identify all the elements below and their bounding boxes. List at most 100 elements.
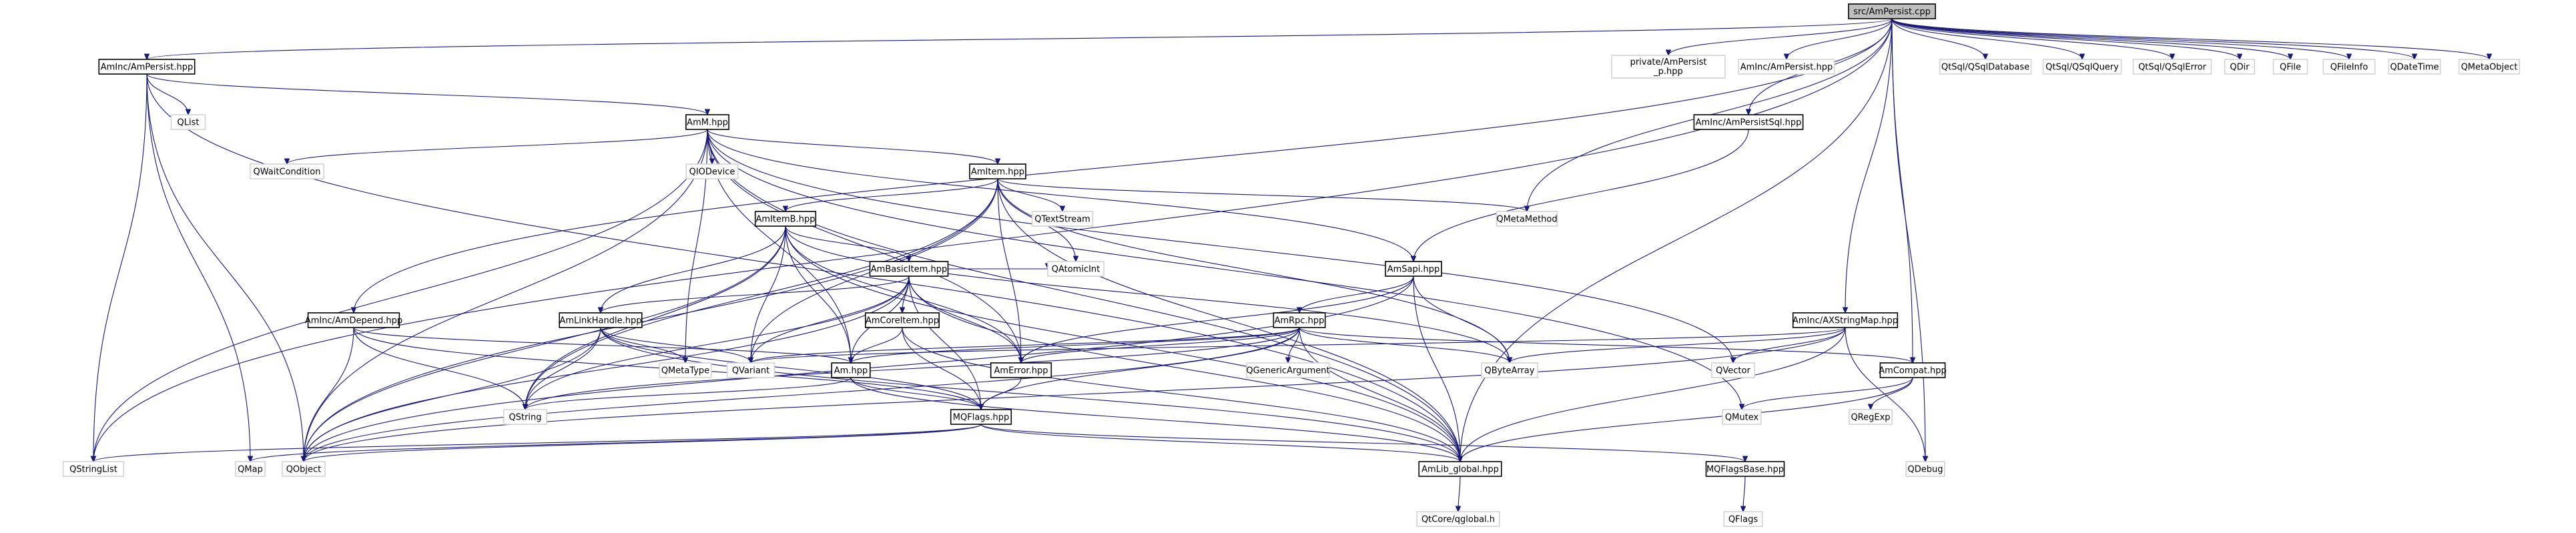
node-aminc-amdepend[interactable]: AmInc/AmDepend.hpp	[305, 312, 402, 328]
edge-arrowhead	[1059, 205, 1066, 213]
edge-arrowhead	[1867, 404, 1874, 411]
node-label: QFile	[2280, 63, 2301, 73]
node-box	[559, 312, 643, 328]
edge-aminc-ampersist-to-qmap	[146, 73, 251, 462]
node-amlinkhandle[interactable]: AmLinkHandle.hpp	[559, 312, 643, 328]
node-label: QObject	[286, 465, 322, 475]
edge-amitemb-to-am	[785, 225, 852, 364]
edge-aminc-axstringmap-to-qdebug	[1845, 327, 1926, 462]
node-amcompat[interactable]: AmCompat.hpp	[1879, 362, 1947, 378]
edge-amitem-to-qbytearray	[997, 178, 1510, 364]
node-box	[2458, 59, 2521, 75]
node-qtsql-qsqlquery: QtSql/QSqlQuery	[2042, 59, 2122, 75]
edge-arrowhead	[782, 205, 789, 213]
node-box	[234, 461, 266, 477]
edge-root-to-qtsql-qsqlerror	[1891, 18, 2173, 60]
edge-amitem-to-qobject	[303, 178, 998, 462]
node-label: QWaitCondition	[254, 167, 321, 177]
node-label: QTextStream	[1034, 215, 1090, 225]
node-box	[1792, 312, 1899, 328]
node-qdatetime: QDateTime	[2388, 59, 2441, 75]
edge-arrowhead	[747, 357, 754, 364]
edge-amrpc-to-amcompat	[1299, 327, 1913, 364]
node-amrpc[interactable]: AmRpc.hpp	[1273, 312, 1326, 328]
node-box	[1711, 362, 1755, 378]
node-am[interactable]: Am.hpp	[831, 362, 871, 378]
node-label: QFileInfo	[2330, 63, 2368, 73]
edge-arrowhead	[2486, 53, 2493, 61]
node-amitem[interactable]: AmItem.hpp	[969, 163, 1026, 179]
edge-amm-to-qvector	[707, 129, 1734, 364]
edge-amlinkhandle-to-qvariant	[600, 327, 751, 364]
node-qvariant: QVariant	[726, 362, 775, 378]
edge-amlinkhandle-to-qmetatype	[600, 327, 686, 364]
edge-arrowhead	[1455, 506, 1462, 513]
edge-arrowhead	[2169, 53, 2176, 61]
edge-root-to-aminc-axstringmap	[1845, 18, 1893, 314]
node-ambasicitem[interactable]: AmBasicItem.hpp	[869, 261, 949, 277]
edge-amitemb-to-amlib-global	[785, 225, 1461, 462]
node-label: QDateTime	[2390, 63, 2439, 73]
node-label: AmSapi.hpp	[1387, 265, 1440, 275]
node-label: Am.hpp	[834, 366, 868, 376]
edge-aminc-ampersist-to-qstringlist	[93, 73, 147, 462]
edge-amm-to-qwaitcondition	[286, 129, 708, 165]
edge-root-to-qtsql-qsqldatabase	[1891, 18, 1986, 60]
edge-root-to-aminc-amdepend	[353, 18, 1893, 314]
node-label: src/AmPersist.cpp	[1853, 7, 1931, 17]
node-box	[2132, 59, 2212, 75]
node-amcoreitem[interactable]: AmCoreItem.hpp	[865, 312, 940, 328]
edge-amrpc-to-qvariant	[750, 327, 1300, 364]
edge-ambasicitem-to-qobject	[303, 276, 910, 462]
node-amitemb[interactable]: AmItemB.hpp	[754, 211, 817, 227]
edge-arrowhead	[2236, 53, 2243, 61]
edge-amcoreitem-to-am	[850, 327, 903, 364]
edge-amlinkhandle-to-amlib-global	[600, 327, 1461, 462]
edge-amlinkhandle-to-qobject	[303, 327, 601, 462]
node-box	[1416, 511, 1500, 527]
node-amlib-global[interactable]: AmLib_global.hpp	[1418, 461, 1502, 477]
node-qstring: QString	[503, 409, 547, 425]
node-label: AmInc/AXStringMap.hpp	[1793, 316, 1898, 326]
node-box	[1047, 261, 1104, 277]
node-qtsql-qsqldatabase: QtSql/QSqlDatabase	[1939, 59, 2032, 75]
edge-mqflags-to-amlib-global	[980, 424, 1461, 462]
node-qlist: QList	[170, 114, 206, 130]
edge-amm-to-qmutex	[707, 129, 1742, 410]
edge-amlinkhandle-to-qstring	[525, 327, 601, 410]
edge-amrpc-to-qobject	[303, 327, 1300, 462]
edge-root-to-qstringlist	[93, 18, 1893, 462]
edge-amrpc-to-qbytearray	[1299, 327, 1510, 364]
edge-amitemb-to-qstring	[525, 225, 786, 410]
node-label: QFlags	[1728, 515, 1758, 525]
node-qtextstream: QTextStream	[1031, 211, 1094, 227]
edge-mqflags-to-qobject	[303, 424, 982, 462]
edge-amsapi-to-amerror	[1020, 276, 1414, 364]
node-qfileinfo: QFileInfo	[2322, 59, 2376, 75]
node-mqflagsbase[interactable]: MQFlagsBase.hpp	[1705, 461, 1785, 477]
node-root[interactable]: src/AmPersist.cpp	[1848, 3, 1936, 19]
node-box	[1738, 59, 1835, 75]
node-label: QAtomicInt	[1052, 265, 1100, 275]
node-box	[249, 163, 324, 179]
node-box	[62, 461, 125, 477]
node-label: MQFlags.hpp	[953, 413, 1009, 423]
edge-aminc-ampersist-to-amm	[146, 73, 708, 115]
node-aminc-axstringmap[interactable]: AmInc/AXStringMap.hpp	[1792, 312, 1899, 328]
node-box	[865, 312, 940, 328]
node-aminc-ampersist[interactable]: AmInc/AmPersist.hpp	[98, 59, 196, 75]
node-box	[1246, 362, 1330, 378]
node-qmap: QMap	[234, 461, 266, 477]
node-amm[interactable]: AmM.hpp	[685, 114, 729, 130]
node-qobject: QObject	[282, 461, 326, 477]
node-label: AmLib_global.hpp	[1421, 465, 1499, 475]
node-aminc-ampersistsql[interactable]: AmInc/AmPersistSql.hpp	[1693, 114, 1804, 130]
node-amsapi[interactable]: AmSapi.hpp	[1385, 261, 1442, 277]
node-label: QStringList	[69, 465, 117, 475]
node-mqflags[interactable]: MQFlags.hpp	[950, 409, 1012, 425]
node-label: AmM.hpp	[687, 118, 728, 128]
edge-arrowhead	[2079, 53, 2085, 61]
node-amerror[interactable]: AmError.hpp	[990, 362, 1052, 378]
node-qstringlist: QStringList	[62, 461, 125, 477]
edge-aminc-ampersist-to-qlist	[146, 73, 189, 115]
